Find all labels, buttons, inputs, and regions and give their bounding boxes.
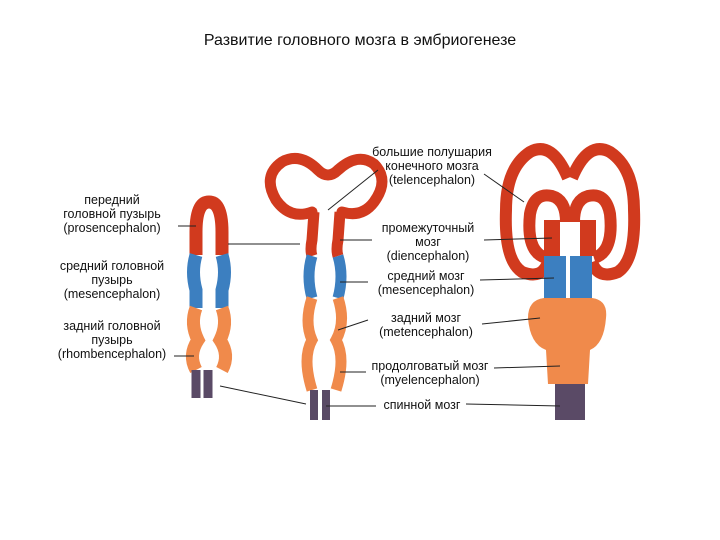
label-spinal: спинной мозг	[384, 398, 461, 412]
stage3-mesencephalon-right	[570, 256, 592, 298]
leader-mesencephalon-right	[479, 277, 555, 281]
stage2-telencephalon	[264, 152, 388, 220]
label-myelencephalon: продолговатый мозг (myelencephalon)	[372, 359, 489, 387]
label-line: средний головной	[60, 259, 164, 273]
stage3-spinal	[555, 384, 585, 420]
leader-myelencephalon-right	[493, 365, 561, 369]
label-line: (diencephalon)	[387, 249, 470, 263]
label-metencephalon: задний мозг (metencephalon)	[379, 311, 473, 339]
stage-five-vesicles	[264, 152, 388, 420]
stage1-prosencephalon	[189, 195, 229, 255]
label-line: пузырь	[91, 333, 132, 347]
label-line: задний мозг	[391, 311, 461, 325]
leader-lines	[174, 169, 561, 407]
label-diencephalon: промежуточный мозг (diencephalon)	[382, 221, 474, 263]
stage2-mesencephalon	[303, 254, 347, 300]
leader-metencephalon-right	[481, 317, 541, 325]
label-line: спинной мозг	[384, 398, 461, 412]
stage2-metencephalon	[301, 296, 347, 392]
stage2-spinal	[310, 390, 330, 420]
label-line: большие полушария	[372, 145, 492, 159]
stage1-mesencephalon	[187, 253, 231, 308]
label-rhombencephalon: задний головной пузырь (rhombencephalon)	[58, 319, 166, 361]
stage3-metencephalon	[528, 298, 607, 384]
stage1-rhombencephalon	[186, 305, 232, 374]
label-line: передний	[84, 193, 140, 207]
label-mesencephalon: средний мозг (mesencephalon)	[378, 269, 475, 297]
stage-developed-brain	[499, 143, 641, 420]
leader-telencephalon-right	[483, 173, 525, 203]
label-telencephalon: большие полушария конечного мозга (telen…	[372, 145, 492, 187]
label-line: (mesencephalon)	[378, 283, 475, 297]
label-mesencephalon-vesicle: средний головной пузырь (mesencephalon)	[60, 259, 164, 301]
label-line: продолговатый мозг	[372, 359, 489, 373]
label-line: (metencephalon)	[379, 325, 473, 339]
label-line: мозг	[415, 235, 441, 249]
label-line: конечного мозга	[385, 159, 478, 173]
leader-spinal-right	[465, 403, 561, 407]
page-title: Развитие головного мозга в эмбриогенезе	[203, 32, 517, 49]
stage3-diencephalon	[544, 220, 596, 256]
label-line: (prosencephalon)	[63, 221, 160, 235]
label-line: промежуточный	[382, 221, 474, 235]
stage3-telencephalon-outer	[499, 143, 641, 281]
stage-three-vesicles	[186, 195, 232, 398]
leader-metencephalon	[337, 319, 369, 331]
leader-rhomb-to-spinal	[219, 385, 307, 405]
stage3-mesencephalon-left	[544, 256, 566, 298]
label-line: (telencephalon)	[389, 173, 475, 187]
stage2-diencephalon	[305, 211, 346, 258]
leader-diencephalon-right	[483, 237, 553, 241]
leader-telencephalon-left	[327, 169, 379, 211]
label-line: головной пузырь	[63, 207, 161, 221]
label-line: задний головной	[63, 319, 160, 333]
label-prosencephalon: передний головной пузырь (prosencephalon…	[63, 193, 161, 235]
label-line: пузырь	[91, 273, 132, 287]
label-line: (mesencephalon)	[64, 287, 161, 301]
stage3-telencephalon-inner	[523, 189, 617, 264]
label-line: средний мозг	[387, 269, 465, 283]
label-line: (rhombencephalon)	[58, 347, 166, 361]
label-line: (myelencephalon)	[380, 373, 479, 387]
stage1-spinal	[191, 370, 213, 398]
